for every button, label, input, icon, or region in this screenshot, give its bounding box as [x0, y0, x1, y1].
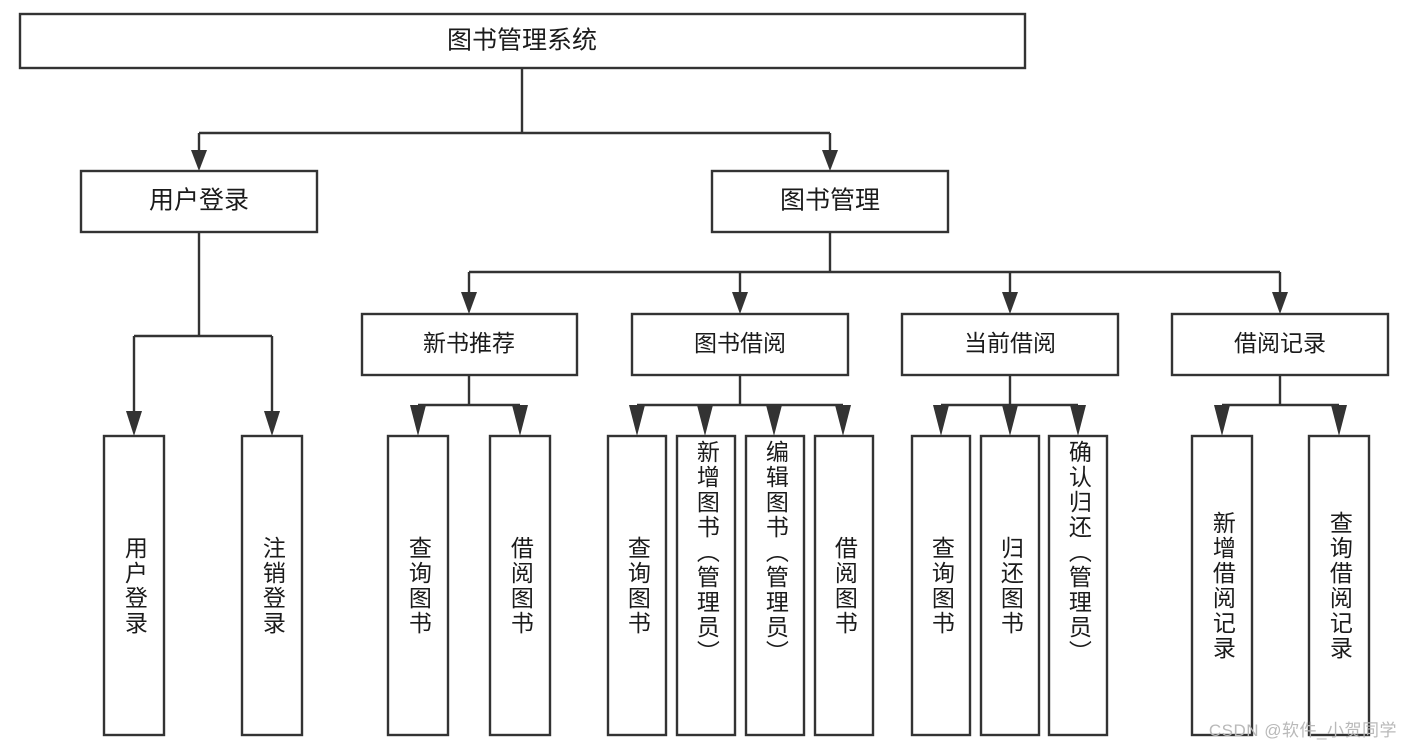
arrow-head-leaf-confirm-return — [1070, 405, 1086, 436]
node-leaf-return-book-rect[interactable] — [979, 434, 1041, 737]
node-leaf-edit-book-rect[interactable] — [744, 434, 806, 737]
node-leaf-user-login-rect[interactable] — [102, 434, 166, 737]
node-borrow-record[interactable]: 借阅记录 — [1170, 312, 1390, 377]
node-leaf-add-record-rect[interactable] — [1190, 434, 1254, 737]
arrow-head-current-borrow — [1002, 292, 1018, 314]
node-book-borrow[interactable]: 图书借阅 — [630, 312, 850, 377]
arrow-head-leaf-query-book-2 — [629, 405, 645, 436]
node-leaf-borrow-book-1-rect[interactable] — [488, 434, 552, 737]
csdn-watermark: CSDN @软件_小贺同学 — [1208, 721, 1397, 740]
arrow-head-leaf-add-record — [1214, 405, 1230, 436]
node-book-manage-rect[interactable] — [710, 169, 950, 234]
node-leaf-query-book-3-rect[interactable] — [910, 434, 972, 737]
arrow-head-book-borrow — [732, 292, 748, 314]
node-borrow-record-label: 借阅记录 — [1234, 330, 1326, 356]
connector-group — [126, 68, 1347, 436]
node-new-book-rec-label: 新书推荐 — [423, 330, 515, 356]
node-book-borrow-rect[interactable] — [630, 312, 850, 377]
arrow-head-book-manage — [822, 150, 838, 171]
arrow-head-borrow-record — [1272, 292, 1288, 314]
node-current-borrow-rect[interactable] — [900, 312, 1120, 377]
arrow-head-leaf-user-login — [126, 411, 142, 436]
node-book-manage[interactable]: 图书管理 — [710, 169, 950, 234]
arrow-head-new-book-rec — [461, 292, 477, 314]
node-leaf-query-book-1-rect[interactable] — [386, 434, 450, 737]
node-current-borrow-label: 当前借阅 — [964, 330, 1056, 356]
node-book-manage-label: 图书管理 — [780, 187, 880, 215]
arrow-head-leaf-add-book — [697, 405, 713, 436]
leaf-node-group — [102, 434, 1371, 737]
node-current-borrow[interactable]: 当前借阅 — [900, 312, 1120, 377]
arrow-head-leaf-query-record — [1331, 405, 1347, 436]
arrow-head-leaf-query-book-1 — [410, 405, 426, 436]
node-book-borrow-label: 图书借阅 — [694, 330, 786, 356]
arrow-head-user-login — [191, 150, 207, 171]
node-root[interactable]: 图书管理系统 — [18, 12, 1027, 70]
node-user-login-label: 用户登录 — [149, 187, 249, 215]
node-leaf-query-book-2-rect[interactable] — [606, 434, 668, 737]
arrow-head-leaf-borrow-book-1 — [512, 405, 528, 436]
arrow-head-leaf-query-book-3 — [933, 405, 949, 436]
arrow-head-leaf-user-logout — [264, 411, 280, 436]
node-leaf-confirm-return-rect[interactable] — [1047, 434, 1109, 737]
node-user-login-rect[interactable] — [79, 169, 319, 234]
node-user-login[interactable]: 用户登录 — [79, 169, 319, 234]
node-leaf-borrow-book-2-rect[interactable] — [813, 434, 875, 737]
arrow-head-leaf-borrow-book-2 — [835, 405, 851, 436]
node-leaf-user-logout-rect[interactable] — [240, 434, 304, 737]
node-leaf-query-record-rect[interactable] — [1307, 434, 1371, 737]
node-leaf-add-book-rect[interactable] — [675, 434, 737, 737]
node-root-rect[interactable] — [18, 12, 1027, 70]
node-borrow-record-rect[interactable] — [1170, 312, 1390, 377]
arrow-head-leaf-edit-book — [766, 405, 782, 436]
arrow-head-leaf-return-book — [1002, 405, 1018, 436]
node-root-label: 图书管理系统 — [447, 27, 597, 55]
node-new-book-rec[interactable]: 新书推荐 — [360, 312, 579, 377]
node-new-book-rec-rect[interactable] — [360, 312, 579, 377]
